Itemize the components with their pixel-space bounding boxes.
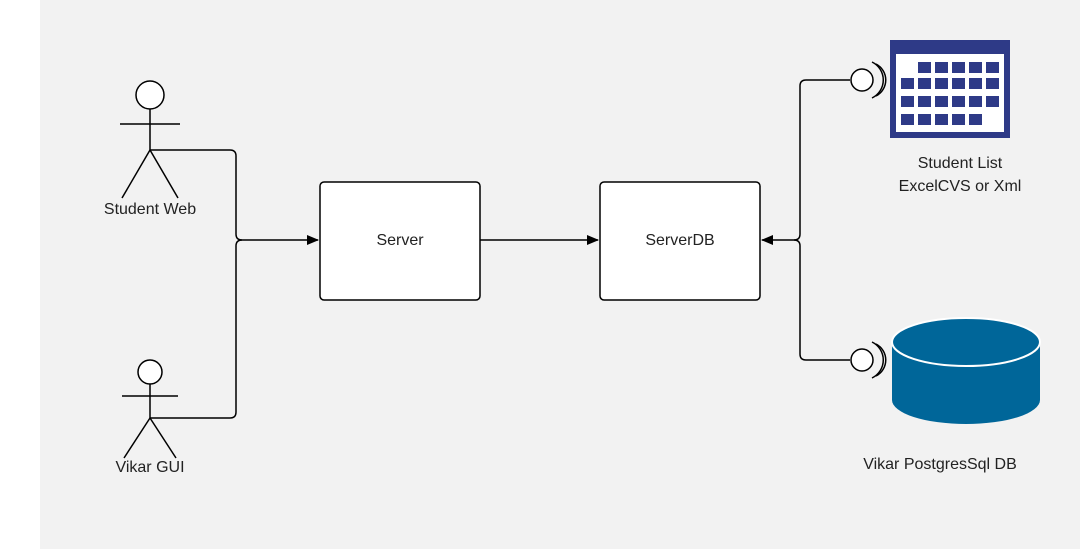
database-cylinder-icon[interactable]: [891, 317, 1041, 424]
database-label: Vikar PostgresSql DB: [863, 456, 1017, 473]
student-list-label: Student List: [918, 155, 1003, 172]
server-label: Server: [376, 232, 424, 249]
connector-vikar-gui-to-server: [150, 239, 243, 419]
student-list-format-label: ExcelCVS or Xml: [899, 178, 1022, 195]
actor-head-icon: [137, 359, 163, 385]
server-box[interactable]: [319, 181, 481, 301]
connector-database-to-serverdb: [793, 239, 850, 361]
serverdb-label: ServerDB: [645, 232, 714, 249]
interface-socket-icon: [850, 61, 887, 99]
interface-socket-icon: [850, 341, 887, 379]
actor-head-icon: [135, 80, 165, 110]
actor-student-web[interactable]: [120, 80, 180, 199]
calendar-icon[interactable]: [890, 40, 1010, 138]
actor-student-web-label: Student Web: [104, 201, 196, 218]
serverdb-box[interactable]: [599, 181, 761, 301]
actor-vikar-gui-label: Vikar GUI: [115, 459, 184, 476]
actor-vikar-gui[interactable]: [122, 359, 178, 459]
